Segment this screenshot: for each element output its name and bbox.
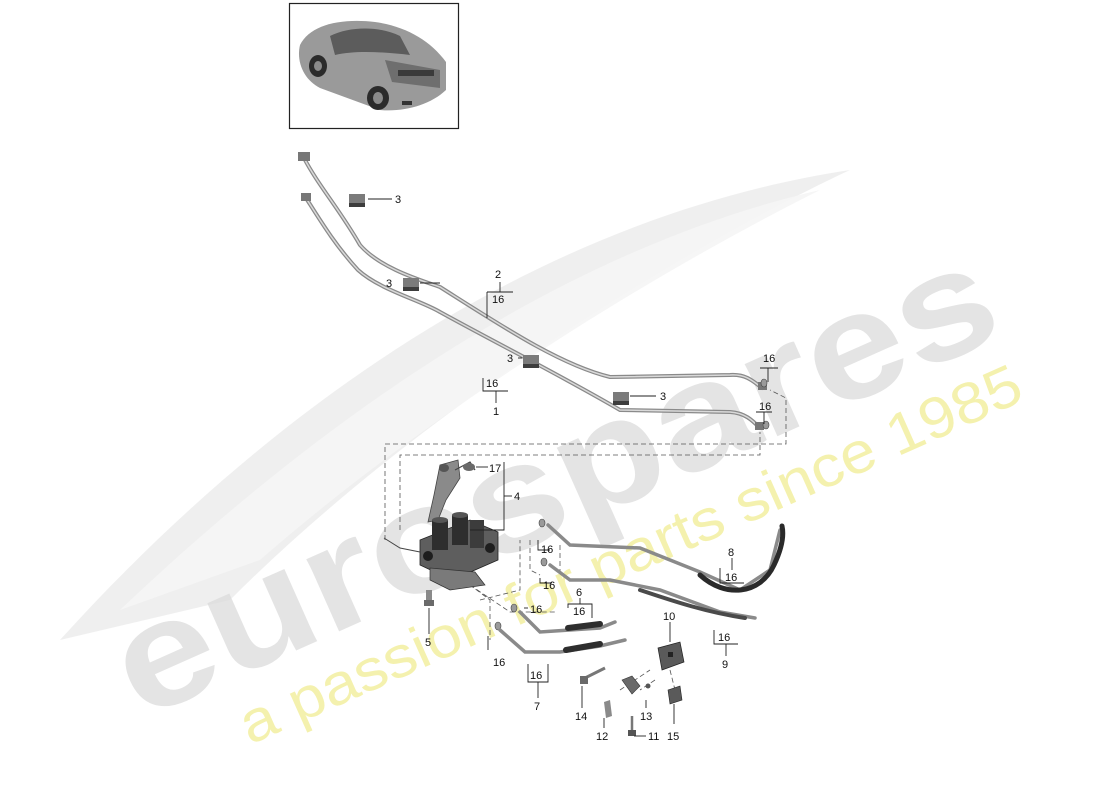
callout-1: 1 [493, 406, 499, 418]
callout-16-a: 16 [541, 544, 553, 556]
callout-7: 7 [534, 701, 540, 713]
callout-16-7: 16 [530, 670, 542, 682]
callout-4: 4 [514, 491, 520, 503]
clip-3a [349, 194, 365, 207]
holder-13 [621, 675, 641, 695]
callout-16-right1: 16 [763, 353, 775, 365]
callout-17: 17 [489, 463, 501, 475]
callout-3b: 3 [386, 278, 392, 290]
flex-hose-9 [638, 588, 747, 620]
vehicle-thumbnail [288, 2, 460, 130]
sensor-bracket-parts [580, 641, 685, 736]
callout-9: 9 [722, 659, 728, 671]
callout-10: 10 [663, 611, 675, 623]
watermark-swoosh-inner [120, 190, 820, 610]
mounting-bracket [427, 459, 461, 523]
callout-8: 8 [728, 547, 734, 559]
callout-leaders [368, 198, 778, 737]
flex-hose-8 [697, 523, 786, 593]
callout-16-b: 16 [543, 580, 555, 592]
callout-11: 11 [648, 731, 659, 743]
clip-3c [523, 355, 539, 368]
clip-3b [403, 278, 419, 291]
watermark: eurospares a passion for parts since 198… [60, 170, 1032, 757]
car-rear-three-quarter-icon [298, 20, 446, 111]
bolt-5 [424, 590, 434, 606]
bracket-15 [667, 685, 683, 705]
callout-3c: 3 [507, 353, 513, 365]
clip-3d [613, 392, 629, 405]
callout-3a: 3 [395, 194, 401, 206]
callout-13: 13 [640, 711, 652, 723]
callout-6: 6 [576, 587, 582, 599]
callout-2: 2 [495, 269, 501, 281]
callout-16-c: 16 [530, 604, 542, 616]
bolt-14 [584, 666, 606, 680]
grommet-17 [463, 463, 475, 471]
callout-labels: 3 3 3 3 2 16 16 1 16 16 17 4 16 16 16 16… [386, 194, 775, 743]
callout-16-9: 16 [718, 632, 730, 644]
callout-15: 15 [667, 731, 679, 743]
callout-16-8: 16 [725, 572, 737, 584]
callout-12: 12 [596, 731, 608, 743]
callout-3d: 3 [660, 391, 666, 403]
pipe-clips [349, 194, 629, 405]
seal-rings [494, 378, 770, 631]
callout-14: 14 [575, 711, 587, 723]
clip-12 [604, 700, 612, 718]
callout-16-d: 16 [493, 657, 505, 669]
valve-block-assembly [383, 459, 499, 591]
callout-16-line2: 16 [492, 294, 504, 306]
pipe-line-7 [498, 628, 627, 654]
callout-16-line1: 16 [486, 378, 498, 390]
callout-16-right2: 16 [759, 401, 771, 413]
hydraulic-lines-lower [498, 523, 786, 654]
callout-5: 5 [425, 637, 431, 649]
hydraulic-lines-upper [298, 152, 767, 430]
callout-16-6: 16 [573, 606, 585, 618]
